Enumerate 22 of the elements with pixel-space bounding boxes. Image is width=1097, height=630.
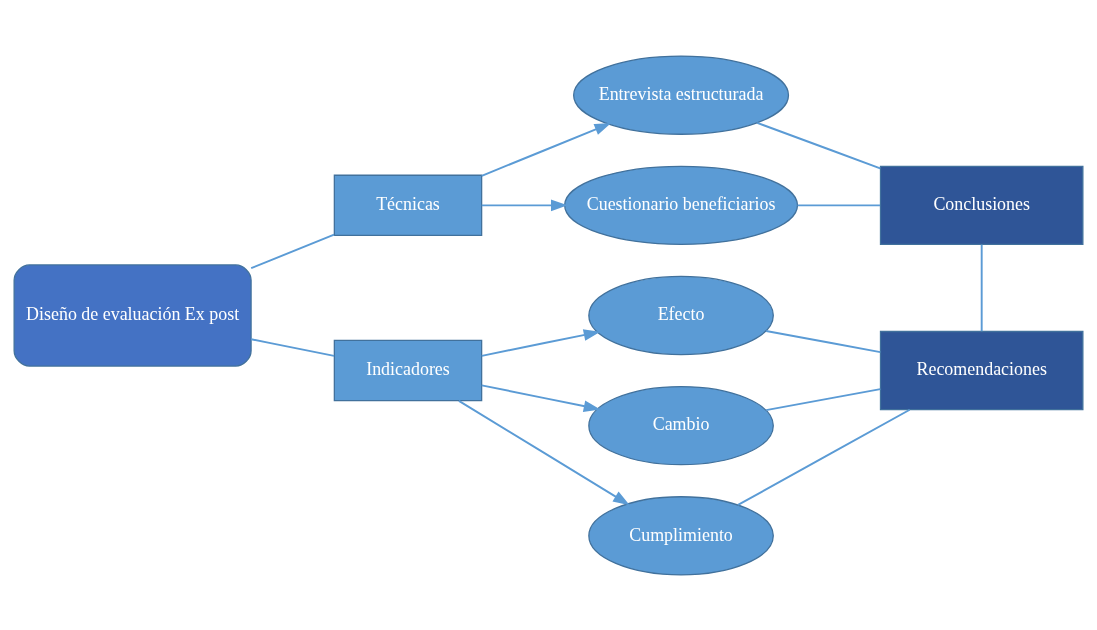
node-box: Técnicas [333, 174, 483, 236]
node-box: Diseño de evaluación Ex post [13, 263, 252, 367]
node-ellipse: Efecto [588, 275, 774, 355]
arrow [457, 399, 630, 505]
connector [765, 329, 882, 353]
connector [250, 233, 335, 269]
connector [250, 337, 335, 357]
connector [765, 387, 882, 411]
node-ellipse: Cambio [588, 385, 774, 465]
arrow [480, 328, 601, 357]
node-box: Recomendaciones [879, 330, 1084, 410]
arrow [480, 122, 612, 177]
connector [796, 203, 881, 206]
node-box: Conclusiones [879, 165, 1084, 245]
connector [737, 408, 911, 506]
node-ellipse: Cumplimiento [588, 495, 774, 575]
node-ellipse: Cuestionario beneficiarios [564, 165, 799, 245]
node-box: Indicadores [333, 339, 483, 401]
connector [756, 121, 882, 169]
arrow [480, 199, 568, 211]
connector [980, 243, 983, 332]
arrow [480, 383, 601, 412]
